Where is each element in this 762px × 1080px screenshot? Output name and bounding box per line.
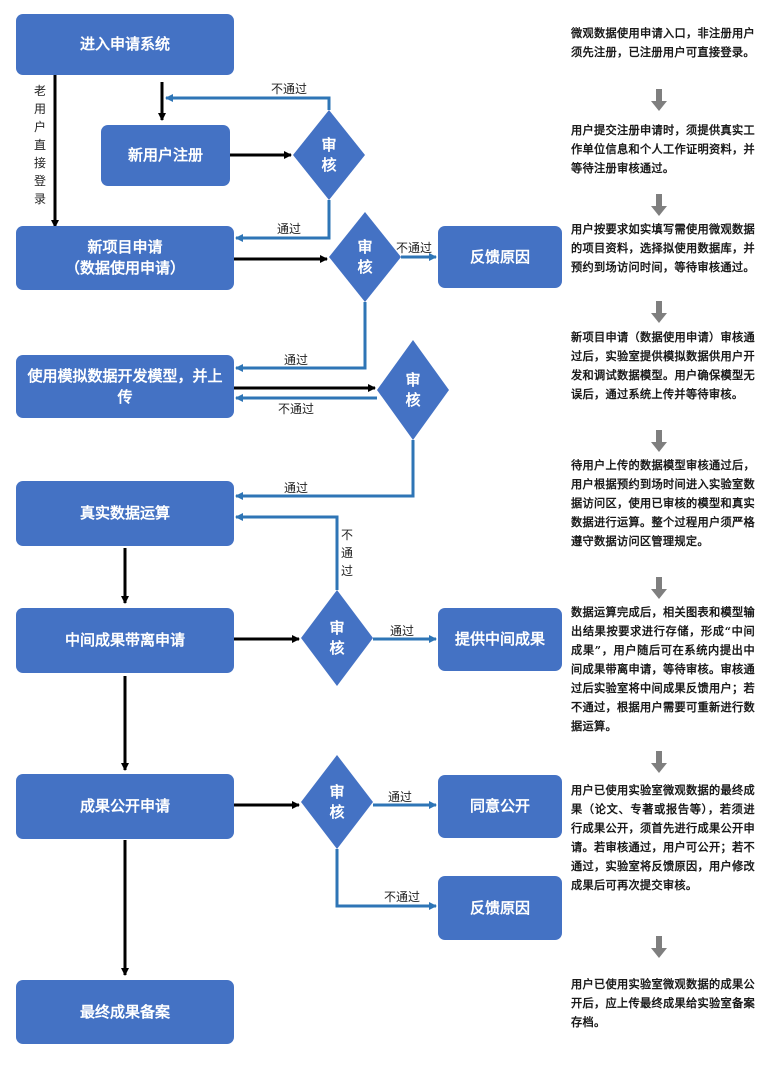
review-diamond-1: [293, 110, 365, 200]
box-new-user-register: 新用户注册: [101, 125, 230, 186]
arrow-review5-fail: [335, 849, 437, 910]
arrow-review3-pass: [235, 440, 415, 500]
review-diamond-5: [301, 755, 373, 849]
review-diamond-3: [377, 340, 449, 440]
desc-publish-apply: 用户已使用实验室微观数据的最终成果（论文、专著或报告等），若须进行成果公开，须首…: [571, 783, 755, 892]
box-intermediate-apply: 中间成果带离申请: [16, 608, 234, 673]
box-feedback-reason-2: 反馈原因: [438, 876, 562, 940]
desc-intermediate-apply: 数据运算完成后，相关图表和模型输出结果按要求进行存储，形成“中间成果”，用户随后…: [571, 605, 755, 733]
label-review2-fail: 不通过: [396, 241, 433, 255]
label-review2-pass: 通过: [284, 353, 309, 367]
review-label-3: 审 核: [405, 371, 421, 409]
label-review5-fail: 不通过: [384, 890, 421, 904]
down-arrow-icon: [651, 577, 667, 599]
review-label-4: 审 核: [329, 619, 345, 657]
down-arrow-icon: [651, 301, 667, 323]
label-review1-pass: 通过: [277, 222, 302, 236]
box-new-project: 新项目申请 （数据使用申请）: [16, 226, 234, 290]
desc-real-compute: 待用户上传的数据模型审核通过后，用户根据预约到场时间进入实验室数据访问区，使用已…: [571, 458, 755, 548]
arrow-review1-fail: [165, 94, 331, 110]
review-diamond-4: [301, 590, 373, 686]
desc-new-user-register: 用户提交注册申请时，须提供真实工作单位信息和个人工作证明资料，并等待注册审核通过…: [571, 123, 755, 175]
label-review3-pass: 通过: [284, 481, 309, 495]
down-arrow-icon: [651, 751, 667, 773]
box-final-archive: 最终成果备案: [16, 980, 234, 1044]
arrow-review1-pass: [235, 200, 331, 242]
review-label-5: 审 核: [329, 783, 345, 821]
down-arrow-icon: [651, 89, 667, 111]
review-label-2: 审 核: [357, 238, 373, 276]
box-publish-apply: 成果公开申请: [16, 774, 234, 839]
label-old-user-login: 老用户直接登录: [33, 84, 46, 206]
down-arrow-icon: [651, 194, 667, 216]
box-agree-publish: 同意公开: [438, 775, 562, 838]
review-diamond-2: [329, 212, 401, 302]
desc-enter-system: 微观数据使用申请入口，非注册用户须先注册，已注册用户可直接登录。: [571, 26, 755, 59]
desc-new-project: 用户按要求如实填写需使用微观数据的项目资料，选择拟使用数据库，并预约到场访问时间…: [571, 222, 755, 274]
desc-final-archive: 用户已使用实验室微观数据的成果公开后，应上传最终成果给实验室备案存档。: [571, 977, 755, 1029]
box-enter-system: 进入申请系统: [16, 14, 234, 75]
arrow-review2-pass: [235, 302, 367, 372]
box-real-compute: 真实数据运算: [16, 481, 234, 546]
box-feedback-reason-1: 反馈原因: [438, 226, 562, 288]
box-provide-intermediate: 提供中间成果: [438, 608, 562, 671]
label-review5-pass: 通过: [388, 790, 413, 804]
label-review4-fail: 不通过: [340, 528, 353, 578]
label-review3-fail: 不通过: [278, 402, 315, 416]
down-arrow-icon: [651, 430, 667, 452]
box-simulate-model: 使用模拟数据开发模型，并上传: [16, 355, 234, 418]
review-label-1: 审 核: [321, 136, 337, 174]
down-arrow-icon: [651, 936, 667, 958]
arrow-review4-fail: [235, 513, 339, 590]
label-review4-pass: 通过: [390, 624, 415, 638]
label-review1-fail: 不通过: [271, 82, 308, 96]
desc-simulate-model: 新项目申请（数据使用申请）审核通过后，实验室提供模拟数据供用户开发和调试数据模型…: [571, 330, 755, 401]
